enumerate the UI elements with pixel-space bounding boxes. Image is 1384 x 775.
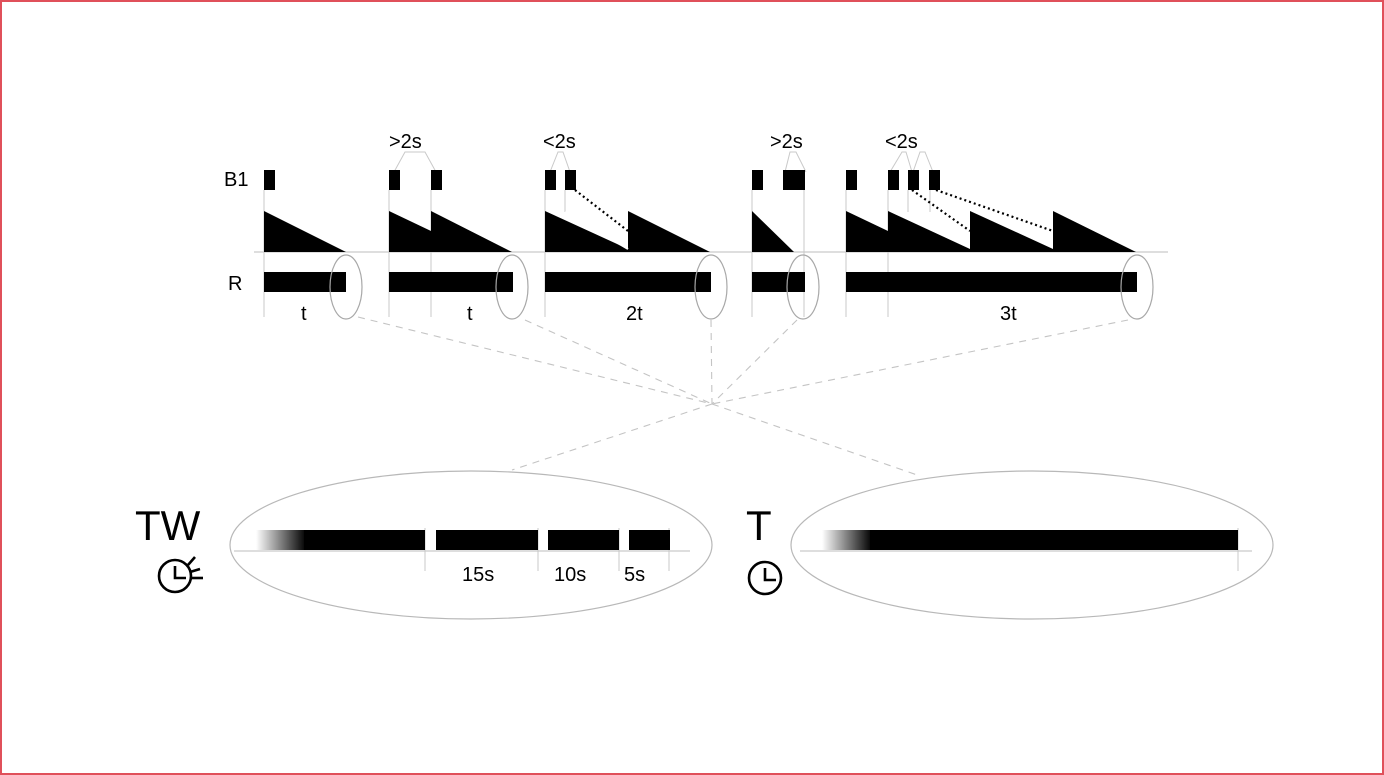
tw-fade-in: [256, 530, 306, 550]
r-relay-bars: [264, 272, 1137, 292]
t-bar-main: [870, 530, 1238, 550]
clock-with-signal-icon: [157, 556, 203, 594]
timing-guides: [263, 190, 931, 317]
t-zoom-ellipse: [790, 470, 1274, 620]
gap-label-1: >2s: [389, 131, 422, 153]
tw-bar-15s: [436, 530, 538, 550]
tw-segment-label-10s: 10s: [554, 564, 586, 586]
tw-bar-main: [304, 530, 425, 550]
duration-label-4: 3t: [1000, 303, 1017, 325]
gap-brackets: [393, 151, 934, 173]
b1-row-label: B1: [224, 169, 248, 191]
duration-label-3: 2t: [626, 303, 643, 325]
extension-dotted-lines: [574, 188, 1054, 233]
t-fade-in: [822, 530, 872, 550]
b1-press-pulses: [264, 170, 940, 190]
gap-label-2: <2s: [543, 131, 576, 153]
gap-label-4: <2s: [885, 131, 918, 153]
clock-icon: [747, 560, 783, 596]
tw-bar-10s: [548, 530, 619, 550]
tw-segment-label-15s: 15s: [462, 564, 494, 586]
duration-label-2: t: [467, 303, 473, 325]
duration-label-1: t: [301, 303, 307, 325]
tw-zoom-ellipse: [229, 470, 713, 620]
countdown-ramps: [264, 211, 1136, 252]
r-row-label: R: [228, 273, 242, 295]
ramp-divider: [564, 211, 629, 250]
tw-panel-title: TW: [135, 502, 201, 549]
gap-label-3: >2s: [770, 131, 803, 153]
tw-bar-5s: [629, 530, 670, 550]
zoom-connector-lines: [357, 316, 1129, 477]
t-panel-title: T: [746, 502, 772, 549]
tw-segment-label-5s: 5s: [624, 564, 645, 586]
end-highlight-circles: [329, 254, 1154, 320]
